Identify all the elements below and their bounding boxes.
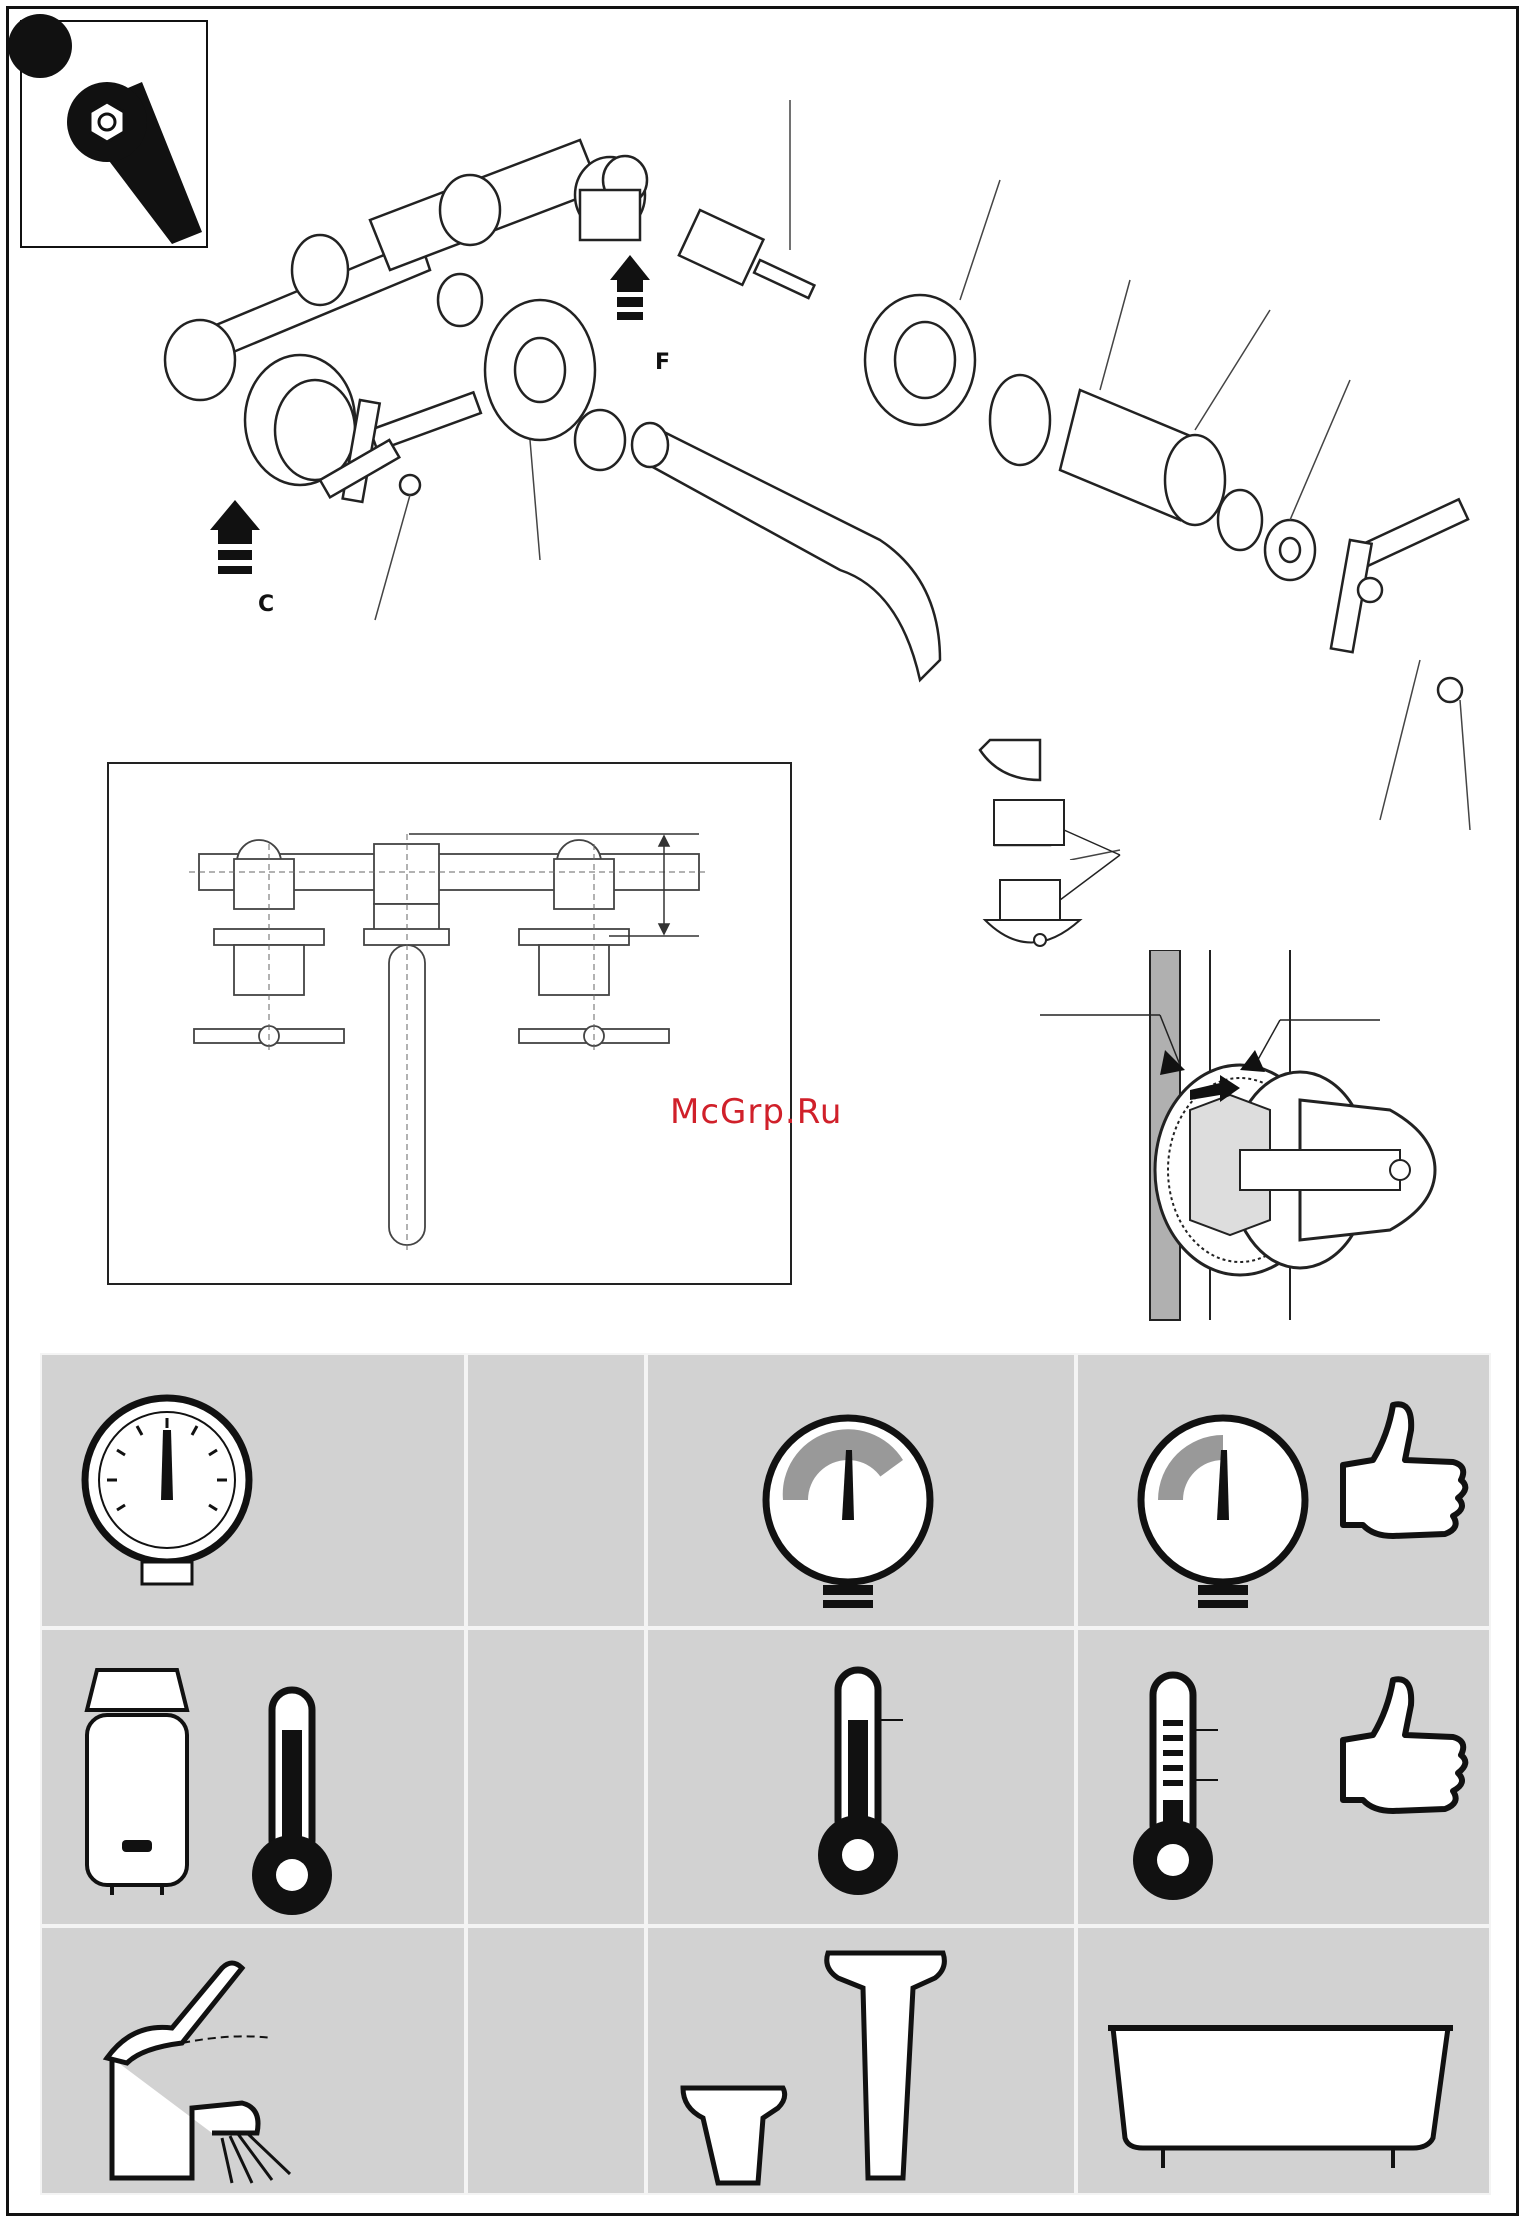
arrow-c-label: C — [258, 592, 274, 617]
cell-pressure-mid — [646, 1353, 1076, 1628]
pedestal-sink-icon — [673, 1948, 973, 2188]
aerator-parts — [980, 790, 1140, 960]
thermometer-icon — [808, 1665, 938, 1915]
cell-sink-bidet — [646, 1926, 1076, 2195]
cell-empty-2 — [466, 1628, 646, 1926]
cell-empty-1 — [466, 1353, 646, 1628]
cell-empty-3 — [466, 1926, 646, 2195]
step-bullet — [8, 14, 72, 78]
icon-grid — [40, 1353, 1491, 2195]
cell-temp-ok — [1076, 1628, 1491, 1926]
nut-tightening-detail — [1040, 950, 1470, 1330]
bidet-icon — [683, 2088, 785, 2183]
cell-bathtub — [1076, 1926, 1491, 2195]
cell-heater-temp — [40, 1628, 466, 1926]
watermark: McGrp.Ru — [670, 1092, 842, 1132]
cell-faucet — [40, 1926, 466, 2195]
cell-temp-mid — [646, 1628, 1076, 1926]
cell-pressure-ok — [1076, 1353, 1491, 1628]
thermometer-icon — [1123, 1670, 1253, 1920]
arrow-f-label: F — [655, 350, 670, 375]
faucet-icon — [72, 1948, 332, 2188]
thumbs-up-icon — [1333, 1400, 1473, 1570]
thermometer-icon — [242, 1685, 342, 1925]
pressure-gauge-icon — [1133, 1410, 1333, 1640]
bathtub-icon — [1103, 1968, 1463, 2168]
pressure-gauge-icon — [758, 1410, 958, 1640]
installation-drawing-frame — [107, 762, 792, 1285]
installation-drawing — [109, 764, 790, 1283]
cell-pressure-low — [40, 1353, 466, 1628]
water-heater-icon — [82, 1665, 192, 1895]
pressure-gauge-icon — [77, 1390, 277, 1610]
exploded-faucet-diagram — [140, 100, 1520, 860]
thumbs-up-icon — [1333, 1675, 1473, 1845]
